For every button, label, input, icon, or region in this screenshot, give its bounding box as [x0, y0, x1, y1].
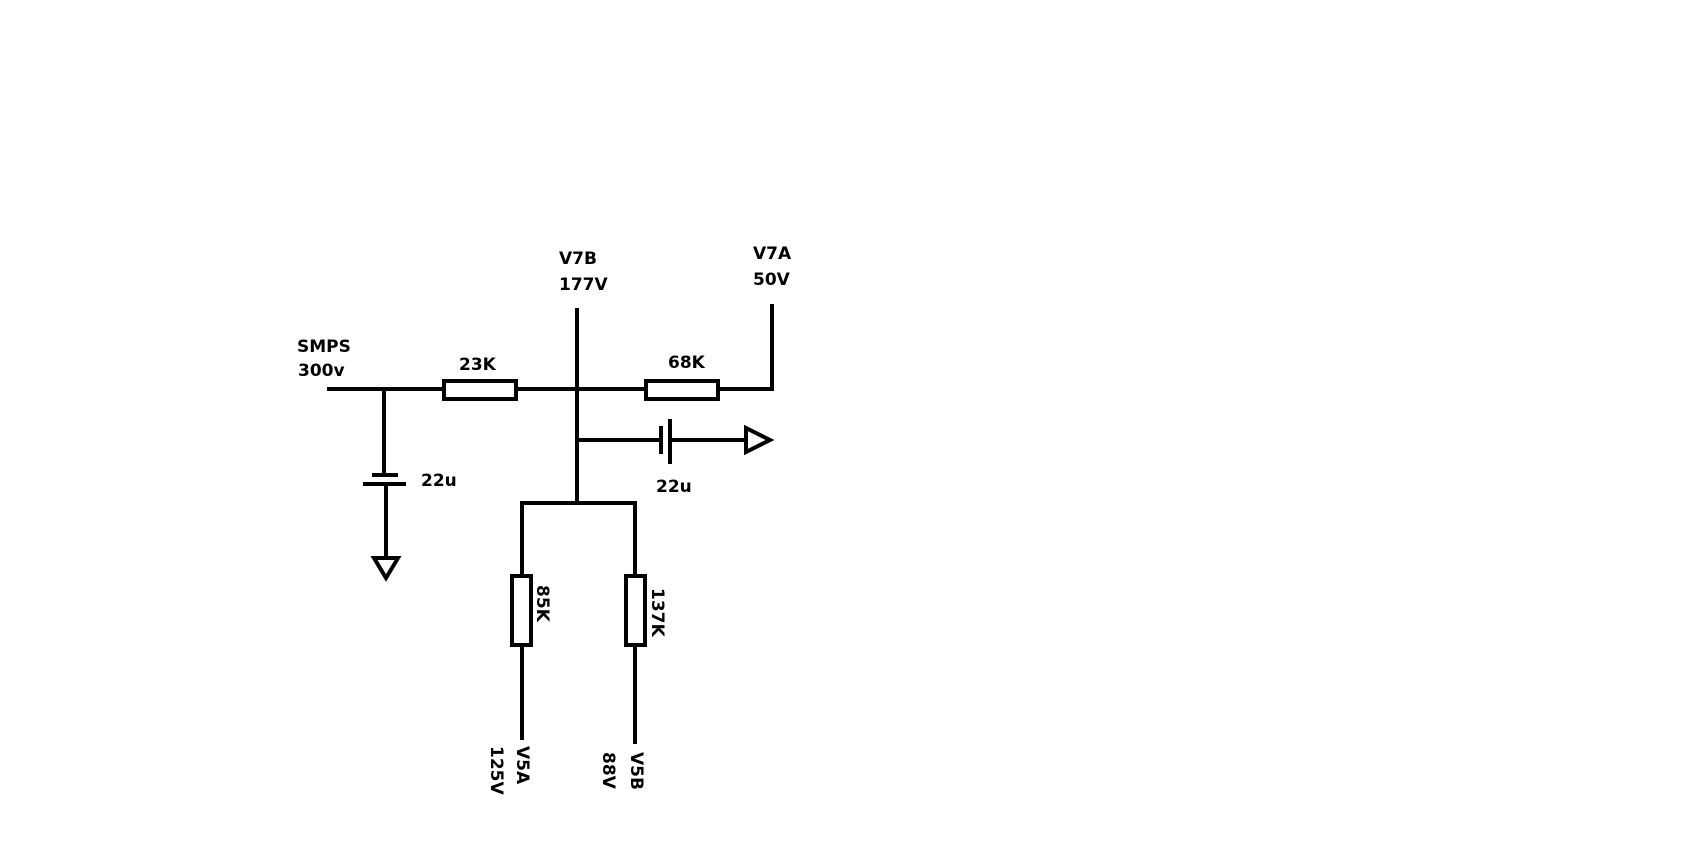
resistor-68k	[644, 379, 720, 401]
c2-value-label: 22u	[656, 477, 692, 497]
ground-icon-c2	[744, 424, 775, 456]
r1-value-label: 23K	[459, 355, 497, 375]
smps-label: SMPS	[297, 337, 351, 357]
r2-value-label: 68K	[668, 353, 706, 373]
r4-value-label: 137K	[647, 588, 667, 637]
v5b-label: V5B	[626, 752, 646, 790]
resistor-137k	[624, 574, 647, 647]
v7a-voltage-label: 50V	[753, 270, 791, 290]
v7b-voltage-label: 177V	[559, 275, 608, 295]
ground-icon-c1	[370, 556, 402, 582]
v5b-voltage-label: 88V	[598, 752, 618, 790]
v5a-label: V5A	[512, 746, 532, 785]
resistor-23k	[442, 379, 518, 401]
v7a-label: V7A	[753, 244, 792, 264]
v5a-voltage-label: 125V	[486, 746, 506, 795]
r3-value-label: 85K	[532, 585, 552, 623]
smps-voltage-label: 300v	[298, 361, 345, 381]
resistor-85k	[510, 574, 533, 647]
v7b-label: V7B	[559, 249, 597, 269]
c1-value-label: 22u	[421, 471, 457, 491]
